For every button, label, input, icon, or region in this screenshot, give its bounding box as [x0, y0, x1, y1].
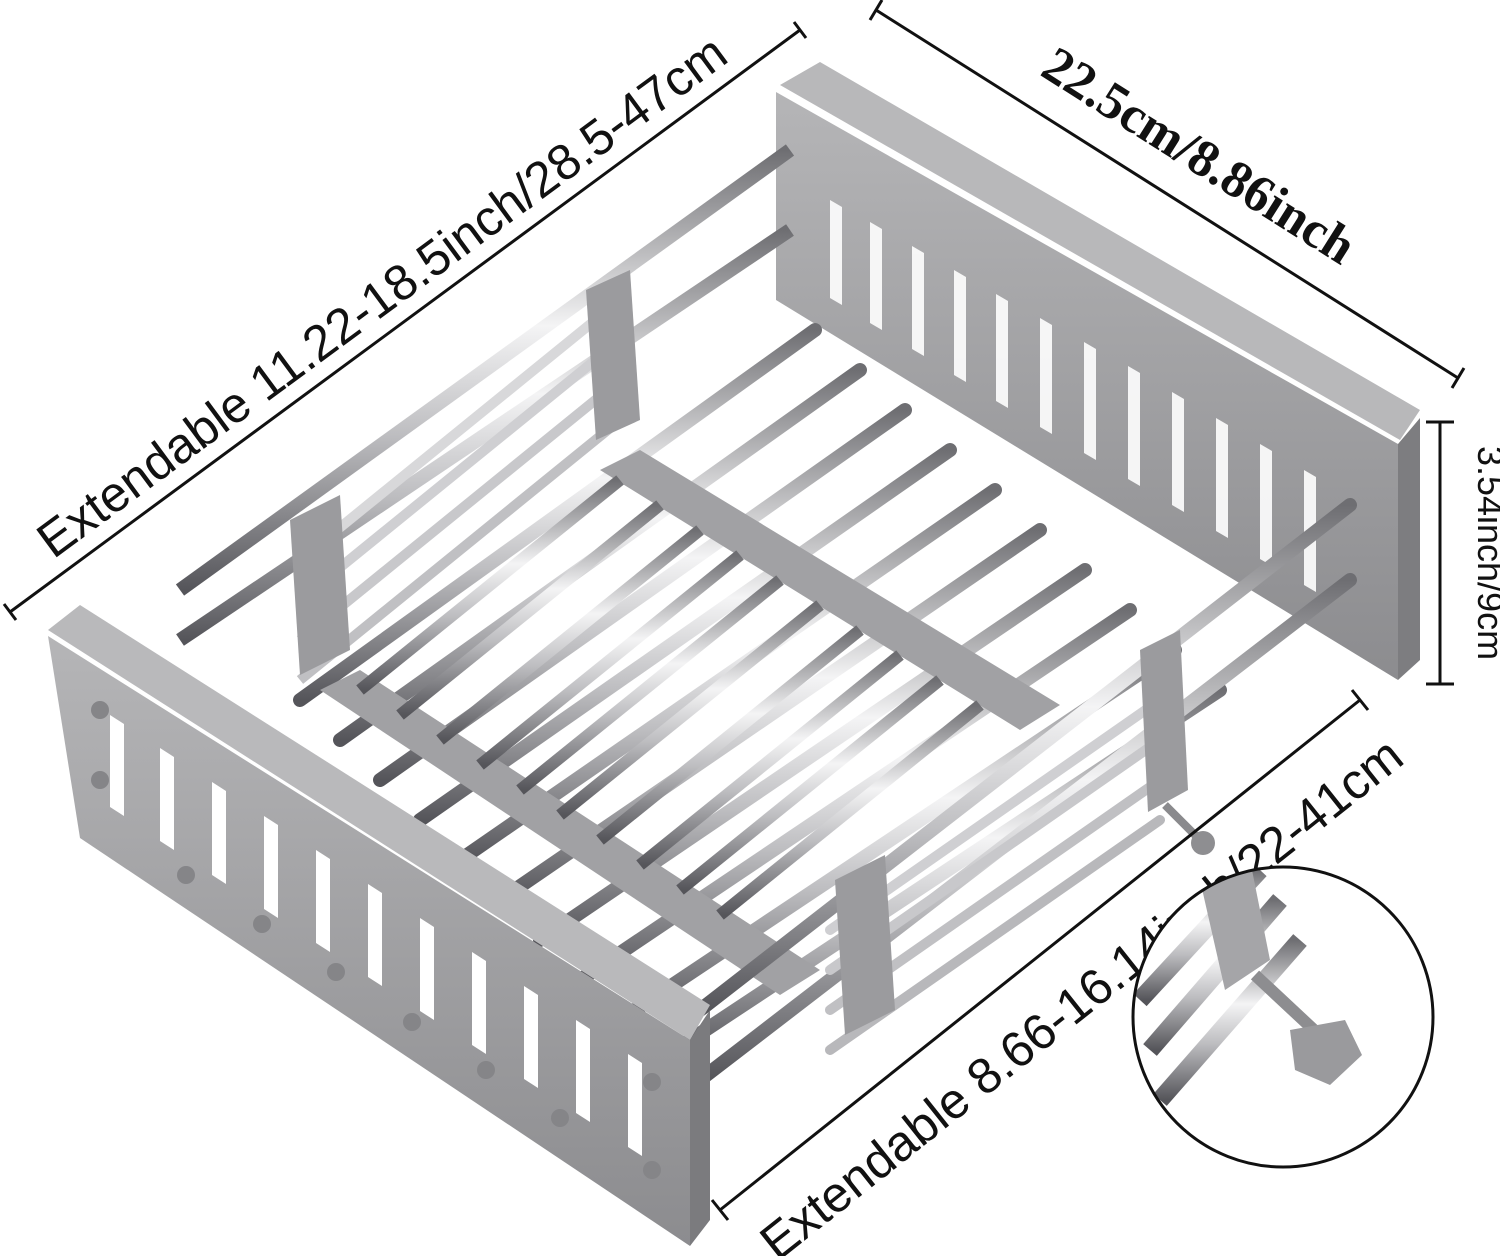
back-frame: [776, 62, 1420, 680]
dimension-line-length: [2, 21, 808, 621]
left-side-clips: [290, 270, 640, 675]
back-frame-slots: [830, 200, 1316, 592]
dimension-line-width: [868, 0, 1466, 389]
adjustment-knob-detail-icon: [1131, 865, 1435, 1169]
front-frame-bolts: [91, 701, 661, 1179]
dimension-line-height: [1426, 420, 1454, 686]
right-side-clips: [835, 630, 1188, 1035]
support-strips: [320, 450, 1060, 995]
adjustment-knob: [1162, 802, 1215, 855]
front-frame-slots: [110, 715, 642, 1156]
inner-rods: [356, 475, 984, 920]
dimension-line-extend-width: [710, 689, 1370, 1221]
left-side-rods: [175, 144, 795, 684]
front-frame: [48, 605, 710, 1246]
height-label: 3.54inch/9cm: [1470, 446, 1500, 660]
